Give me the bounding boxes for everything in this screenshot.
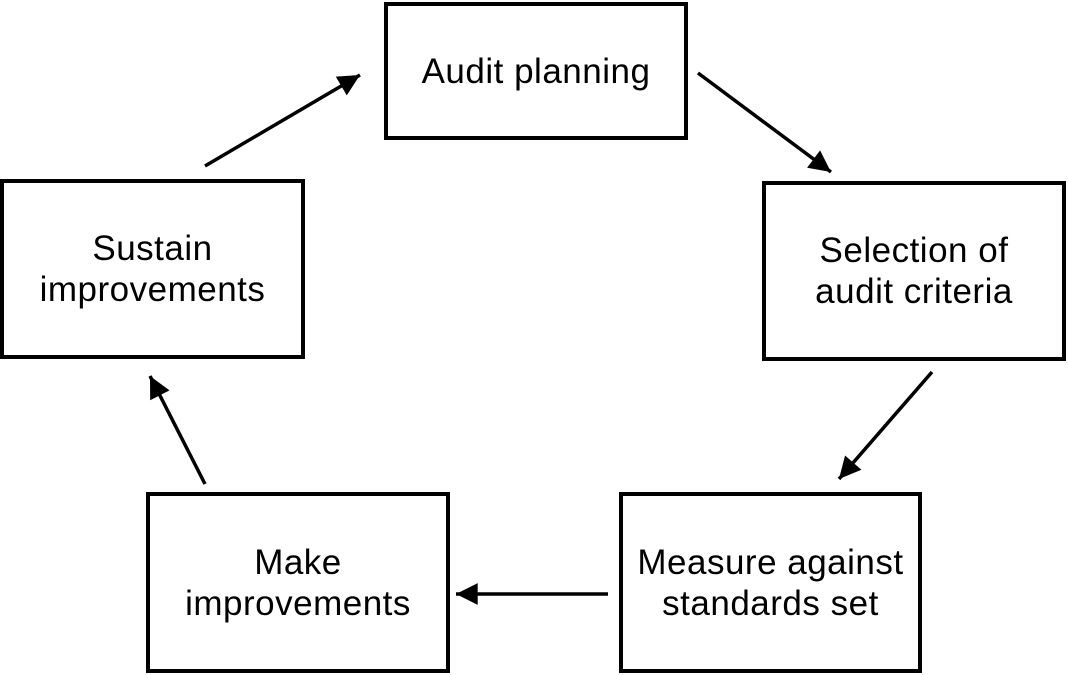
- node-sustain-improvements: Sustain improvements: [0, 179, 305, 359]
- node-selection-of-audit-criteria-label: Selection of audit criteria: [815, 231, 1013, 311]
- node-audit-planning-label: Audit planning: [421, 51, 651, 91]
- node-audit-planning: Audit planning: [384, 2, 688, 140]
- edge-selection-to-measure-arrow: [837, 370, 934, 481]
- node-measure-against-standards-set-label: Measure against standards set: [637, 542, 904, 623]
- edge-sustain-to-planning-arrow: [204, 73, 361, 168]
- node-sustain-improvements-label: Sustain improvements: [39, 229, 266, 309]
- edge-planning-to-selection-arrow: [696, 71, 833, 174]
- node-selection-of-audit-criteria: Selection of audit criteria: [762, 181, 1066, 361]
- node-make-improvements: Make improvements: [146, 492, 450, 673]
- edge-make-to-sustain-arrow: [148, 375, 207, 485]
- node-measure-against-standards-set: Measure against standards set: [619, 492, 922, 673]
- node-make-improvements-label: Make improvements: [185, 542, 411, 623]
